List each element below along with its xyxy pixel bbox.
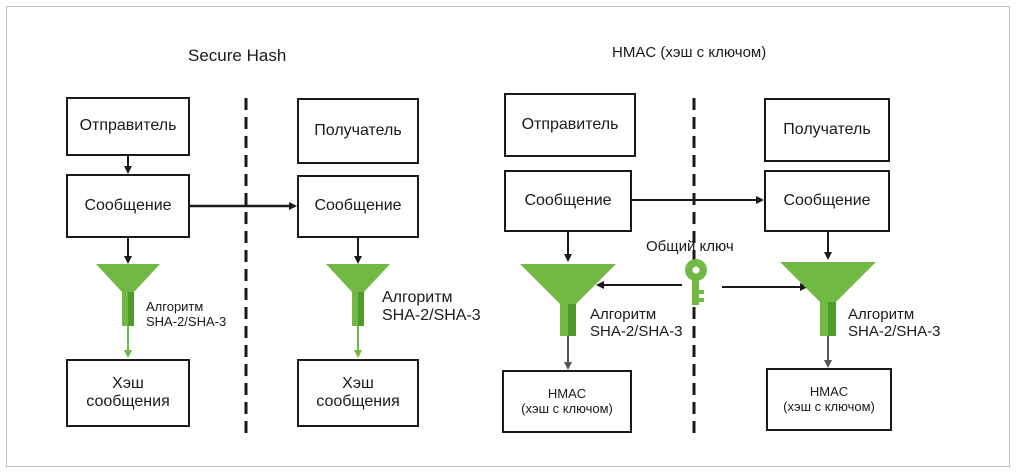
receiver-box-left: Получатель — [297, 98, 419, 164]
funnel-left-sender — [96, 264, 160, 326]
hmac-box-right-receiver: HMAC (хэш с ключом) — [766, 368, 892, 431]
message-box-left-receiver: Сообщение — [297, 175, 419, 238]
algorithm-label-right-receiver: Алгоритм SHA-2/SHA-3 — [848, 306, 941, 341]
message-label: Сообщение — [84, 196, 172, 214]
hash-label: Хэш сообщения — [316, 374, 400, 410]
diagram-frame — [6, 6, 1010, 467]
message-label: Сообщение — [314, 197, 402, 215]
receiver-label: Получатель — [314, 121, 402, 139]
hmac-label: HMAC (хэш с ключом) — [521, 385, 613, 416]
funnel-left-receiver — [326, 264, 390, 326]
receiver-box-right: Получатель — [764, 98, 890, 162]
message-box-right-sender: Сообщение — [504, 170, 632, 232]
algorithm-label-left-sender: Алгоритм SHA-2/SHA-3 — [146, 299, 227, 329]
hmac-label: HMAC (хэш с ключом) — [783, 383, 875, 414]
hmac-box-right-sender: HMAC (хэш с ключом) — [502, 370, 632, 433]
message-label: Сообщение — [783, 191, 871, 209]
hash-box-left-sender: Хэш сообщения — [66, 359, 190, 427]
title-hmac: HMAC (хэш с ключом) — [612, 44, 767, 61]
message-label: Сообщение — [524, 191, 612, 209]
funnel-right-receiver — [780, 262, 876, 336]
shared-key-label: Общий ключ — [646, 238, 734, 255]
sender-box-left: Отправитель — [66, 97, 190, 156]
receiver-label: Получатель — [783, 120, 871, 138]
funnel-right-sender — [520, 264, 616, 336]
sender-label: Отправитель — [79, 117, 177, 135]
message-box-left-sender: Сообщение — [66, 174, 190, 238]
sender-label: Отправитель — [521, 115, 619, 133]
algorithm-label-right-sender: Алгоритм SHA-2/SHA-3 — [590, 306, 683, 341]
message-box-right-receiver: Сообщение — [764, 170, 890, 232]
hash-label: Хэш сообщения — [86, 374, 170, 410]
sender-box-right: Отправитель — [504, 93, 636, 157]
algorithm-label-left-receiver: Алгоритм SHA-2/SHA-3 — [382, 289, 481, 325]
key-icon — [685, 259, 707, 305]
hash-box-left-receiver: Хэш сообщения — [297, 359, 419, 427]
title-secure-hash: Secure Hash — [188, 46, 287, 65]
